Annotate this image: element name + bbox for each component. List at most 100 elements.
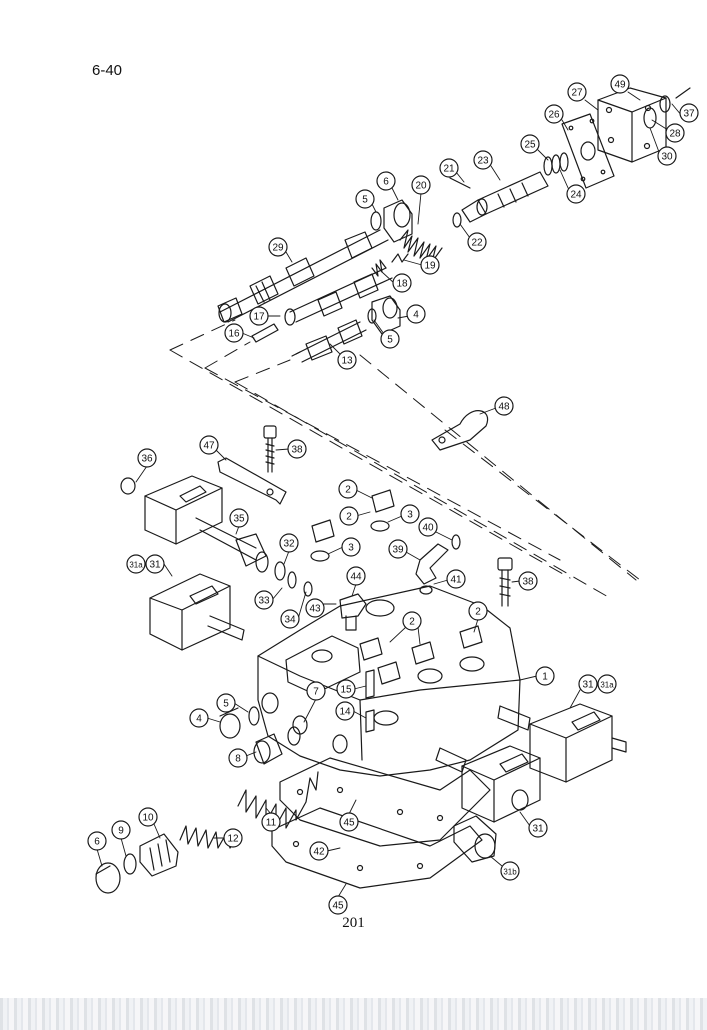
callout-45: 45 [328,895,348,915]
callout-3: 3 [400,504,420,524]
callout-circle [597,674,617,694]
callout-2: 2 [468,601,488,621]
callout-16: 16 [224,323,244,343]
callout-2: 2 [402,611,422,631]
callout-circle [280,609,300,629]
callout-1: 1 [535,666,555,686]
spool-13 [291,319,367,363]
callout-label: 2 [346,512,352,523]
callout-20: 20 [411,175,431,195]
callout-label: 31a [129,561,143,570]
callout-6: 6 [376,171,396,191]
callout-25: 25 [520,134,540,154]
callout-label: 38 [522,577,534,588]
spool-assembly-23 [449,171,549,228]
callout-label: 37 [683,109,695,120]
callout-label: 6 [383,177,389,188]
callout-35: 35 [229,508,249,528]
callout-circle [229,508,249,528]
callout-label: 44 [350,572,362,583]
callout-2: 2 [338,479,358,499]
callout-circle [309,841,329,861]
callout-label: 12 [227,834,239,845]
callout-24: 24 [566,184,586,204]
callout-circle [418,517,438,537]
pins-14-15 [365,669,375,733]
callout-label: 11 [266,818,277,829]
callout-5: 5 [216,693,236,713]
callout-31: 31 [578,674,598,694]
callout-label: 35 [233,514,245,525]
callout-label: 5 [223,699,229,710]
callout-circle [400,504,420,524]
callout-38: 38 [518,571,538,591]
callout-18: 18 [392,273,412,293]
callout-label: 5 [387,335,393,346]
callout-22: 22 [467,232,487,252]
callout-circle [341,537,361,557]
callout-9: 9 [111,820,131,840]
callout-circle [411,175,431,195]
callout-31: 31 [528,818,548,838]
callout-label: 27 [571,88,583,99]
callout-circle [566,184,586,204]
callout-label: 10 [142,813,154,824]
callout-circle [376,171,396,191]
plug-10 [139,833,179,877]
callout-circle [494,396,514,416]
elbow-fitting-39 [415,534,461,595]
callout-label: 42 [313,847,325,858]
callout-label: 30 [661,152,673,163]
end-cover-plate [597,87,667,163]
callout-label: 3 [348,543,354,554]
callout-2: 2 [339,506,359,526]
callout-label: 43 [309,604,321,615]
callout-circle [520,134,540,154]
callout-label: 31 [149,560,161,571]
gasket-42 [271,807,483,889]
callout-31a: 31a [597,674,617,694]
callout-8: 8 [228,748,248,768]
spring-20 [399,229,443,263]
callout-5: 5 [355,189,375,209]
callout-27: 27 [567,82,587,102]
callout-label: 16 [228,329,240,340]
callout-label: 29 [272,243,284,254]
callout-39: 39 [388,539,408,559]
callout-31: 31 [145,554,165,574]
callout-circle [518,571,538,591]
callout-14: 14 [335,701,355,721]
callout-circle [567,82,587,102]
callout-circle [392,273,412,293]
bolt-38-left [263,425,277,473]
callout-33: 33 [254,590,274,610]
callout-label: 4 [413,310,419,321]
callout-23: 23 [473,150,493,170]
callout-label: 31a [600,681,614,690]
callout-3: 3 [341,537,361,557]
callout-circle [339,506,359,526]
callout-21: 21 [439,158,459,178]
callout-label: 41 [450,575,462,586]
page-reference: 6-40 [92,62,123,79]
callout-circle [228,748,248,768]
callout-6: 6 [87,831,107,851]
scan-edge-strip [0,998,707,1030]
callout-41: 41 [446,569,466,589]
callout-circle [446,569,466,589]
callout-label: 38 [291,445,303,456]
main-spool-29 [217,229,389,323]
callout-circle [254,590,274,610]
callout-label: 47 [203,441,215,452]
bracket-47 [217,457,287,505]
plugs-2 [310,489,483,685]
callout-label: 14 [339,707,351,718]
plug-8 [253,726,301,765]
callout-49: 49 [610,74,630,94]
callout-12: 12 [223,828,243,848]
callout-label: 2 [345,485,351,496]
callout-10: 10 [138,807,158,827]
callout-circle [189,708,209,728]
